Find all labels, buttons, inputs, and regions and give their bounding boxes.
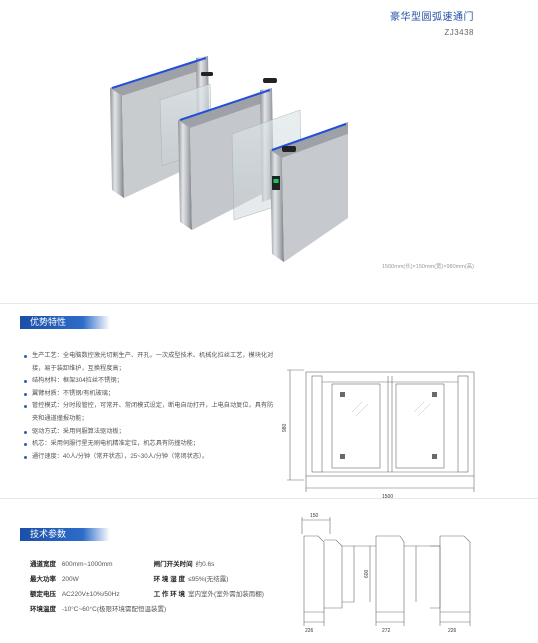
dimension-front-height: 980 — [282, 423, 288, 432]
dimension-top-width: 150 — [310, 513, 319, 519]
dimension-top-middle: 272 — [382, 628, 391, 634]
features-list: 生产工艺：全电脑数控激光切割生产、开孔，一次成型技术、机械化拉丝工艺，模块化对接… — [24, 350, 274, 463]
spec-label: 工 作 环 境 — [153, 591, 186, 598]
bullet-icon — [24, 392, 27, 396]
dimension-front-width: 1500 — [382, 494, 393, 500]
section-tab-features: 优势特性 — [20, 316, 111, 329]
feature-item: 生产工艺：全电脑数控激光切割生产、开孔，一次成型技术、机械化拉丝工艺，模块化对接… — [24, 350, 274, 375]
product-image — [110, 56, 348, 262]
spec-value: 200W — [61, 576, 79, 583]
spec-label: 环 境 湿 度 — [153, 576, 186, 583]
feature-item: 管控模式：分时段管控，可常开、常闭模式设定，断电自动打开，上电自动复位，具有防夹… — [24, 400, 274, 425]
spec-label: 闸门开关时间 — [153, 561, 193, 568]
spec-label: 额定电压 — [30, 591, 56, 598]
spec-value: AC220V±10%/50Hz — [61, 591, 120, 598]
section-tab-params: 技术参数 — [20, 528, 111, 541]
feature-item: 机芯：采用伺服行星无刷电机精准定位，机芯具有防撞功能； — [24, 438, 274, 451]
bullet-icon — [24, 455, 27, 459]
bullet-icon — [24, 355, 27, 358]
top-view-drawing: 150 600 226 272 226 — [301, 513, 471, 634]
spec-value: -10°C~60°C(极限环境需配恒温装置) — [61, 606, 167, 613]
spec-value: 室内室外(室外需加装雨棚) — [188, 591, 264, 598]
spec-value: 约0.6s — [195, 561, 215, 568]
spec-row: 额定电压 AC220V±10%/50Hz 工 作 环 境室内室外(室外需加装雨棚… — [30, 587, 300, 602]
product-dimensions-caption: 1500mm(长)×150mm(宽)×980mm(高) — [382, 264, 474, 270]
product-model: ZJ3438 — [444, 28, 474, 37]
bullet-icon — [24, 405, 27, 409]
dimension-channel: 600 — [364, 569, 370, 578]
feature-item: 驱动方式：采用伺服算法驱动板； — [24, 426, 274, 439]
front-view-drawing: 980 1500 — [282, 369, 475, 500]
spec-row: 通道宽度 600mm~1000mm 闸门开关时间约0.6s — [30, 557, 300, 572]
cabinet-front — [270, 122, 348, 262]
spec-label: 环境温度 — [30, 606, 56, 613]
dimension-top-left: 226 — [305, 628, 314, 634]
section-divider — [0, 498, 538, 499]
section-divider — [0, 303, 538, 304]
feature-item: 翼臂材质：不锈钢/有机玻璃； — [24, 388, 274, 401]
feature-item: 结构材料：框架304拉丝不锈钢； — [24, 375, 274, 388]
spec-value: ≤95%(无结露) — [188, 576, 229, 583]
feature-item: 通行速度：40人/分钟（常开状态），25~30人/分钟（常闭状态）。 — [24, 451, 274, 464]
spec-value: 600mm~1000mm — [61, 561, 113, 568]
spec-label: 通道宽度 — [30, 561, 56, 568]
spec-label: 最大功率 — [30, 576, 56, 583]
spec-row: 环境温度 -10°C~60°C(极限环境需配恒温装置) — [30, 602, 300, 617]
spec-row: 最大功率 200W 环 境 湿 度≤95%(无结露) — [30, 572, 300, 587]
product-title: 豪华型圆弧速通门 — [390, 12, 474, 23]
bullet-icon — [24, 430, 27, 434]
bullet-icon — [24, 380, 27, 384]
spec-table: 通道宽度 600mm~1000mm 闸门开关时间约0.6s 最大功率 200W … — [30, 557, 300, 617]
dimension-top-right: 226 — [448, 628, 457, 634]
bullet-icon — [24, 443, 27, 447]
